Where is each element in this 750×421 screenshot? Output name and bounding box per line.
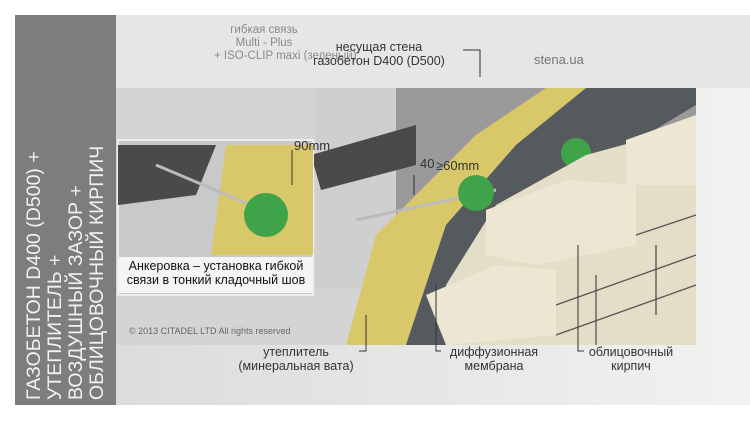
label-line: Multi - Plus bbox=[235, 37, 293, 49]
iso-clip bbox=[458, 175, 494, 211]
inset-iso-clip bbox=[244, 193, 288, 237]
masonry-mesh bbox=[311, 125, 416, 190]
label-line: гибкая связь bbox=[230, 24, 298, 36]
side-title-line: ВОЗДУШНЫЙ ЗАЗОР + bbox=[64, 185, 87, 400]
inset-caption: Анкеровка – установка гибкой связи в тон… bbox=[119, 257, 313, 293]
side-title-panel: ГАЗОБЕТОН D400 (D500) + УТЕПЛИТЕЛЬ + ВОЗ… bbox=[15, 15, 116, 405]
dimension-90mm: 90mm bbox=[294, 138, 331, 153]
facing-brick bbox=[626, 115, 696, 185]
header-band bbox=[116, 15, 750, 88]
label-line: диффузионная bbox=[449, 345, 539, 359]
label-line: утеплитель bbox=[263, 345, 329, 359]
label-line: кирпич bbox=[611, 359, 651, 373]
copyright: © 2013 CITADEL LTD All rights reserved bbox=[129, 326, 291, 336]
dimension-40: 40 bbox=[420, 156, 435, 171]
side-title: ГАЗОБЕТОН D400 (D500) + УТЕПЛИТЕЛЬ + ВОЗ… bbox=[22, 20, 108, 400]
label-membrane: диффузионная мембрана bbox=[444, 345, 544, 373]
facing-brick bbox=[486, 180, 636, 265]
caption-line: связи в тонкий кладочный шов bbox=[126, 273, 306, 287]
brick-joints bbox=[555, 214, 697, 345]
side-title-line: ГАЗОБЕТОН D400 (D500) + bbox=[22, 151, 45, 400]
label-facing-brick: облицовочный кирпич bbox=[586, 345, 676, 373]
wall-diagram: гибкая связь Multi - Plus + ISO-CLIP max… bbox=[116, 15, 750, 405]
facing-brick bbox=[426, 265, 556, 345]
label-load-bearing-wall: несущая стена газобетон D400 (D500) bbox=[294, 40, 464, 68]
inset-mesh bbox=[118, 145, 216, 205]
dimension-60mm: ≥60mm bbox=[436, 158, 480, 173]
label-line: облицовочный bbox=[588, 345, 674, 359]
caption-line: Анкеровка – установка гибкой bbox=[128, 259, 304, 273]
label-line: несущая стена bbox=[335, 40, 423, 54]
label-line: мембрана bbox=[464, 359, 524, 373]
label-line: газобетон D400 (D500) bbox=[313, 54, 445, 68]
side-title-line: УТЕПЛИТЕЛЬ + bbox=[43, 254, 66, 400]
label-insulation: утеплитель (минеральная вата) bbox=[236, 345, 356, 373]
side-title-line: ОБЛИЦОВОЧНЫЙ КИРПИЧ bbox=[85, 145, 108, 400]
insulation-layer bbox=[346, 88, 586, 345]
wall-render bbox=[116, 49, 697, 352]
brand-watermark: stena.ua bbox=[534, 52, 584, 67]
leader-lines bbox=[291, 49, 584, 352]
label-line: (минеральная вата) bbox=[238, 359, 354, 373]
